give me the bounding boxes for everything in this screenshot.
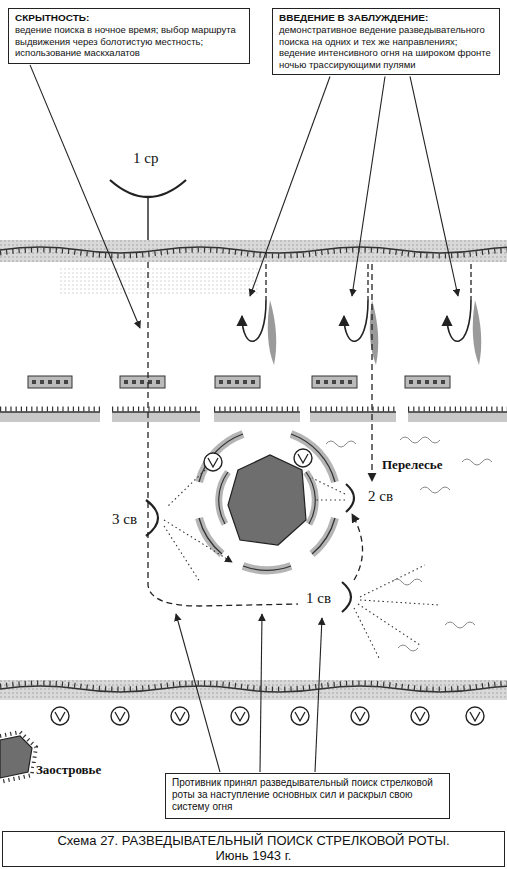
unit-label: 2 св — [366, 488, 395, 505]
search-route — [148, 262, 298, 606]
ring-trench — [199, 434, 335, 570]
box-text: ведение поиска в ночное время; выбор мар… — [15, 24, 243, 59]
tree-squiggle — [398, 645, 418, 651]
box-heading: СКРЫТНОСТЬ: — [15, 12, 243, 24]
enemy-trench — [0, 409, 507, 422]
search-route — [470, 264, 471, 300]
tree-squiggle — [400, 437, 440, 443]
mg-position — [204, 453, 222, 471]
mg-symbol — [208, 458, 218, 467]
trench-ticks — [0, 250, 507, 256]
village-block — [0, 736, 32, 778]
caption-frame: Схема 27. РАЗВЕДЫВАТЕЛЬНЫЙ ПОИСК СТРЕЛКО… — [2, 831, 505, 867]
wire-obstacles — [28, 376, 450, 388]
text-box: ВВЕДЕНИЕ В ЗАБЛУЖДЕНИЕ:демонстративное в… — [272, 8, 500, 75]
hook-arrow — [344, 300, 368, 341]
trench-band — [0, 412, 507, 422]
text-box: СКРЫТНОСТЬ:ведение поиска в ночное время… — [8, 8, 250, 64]
ring-trench-line — [199, 434, 335, 570]
demonstrative-search — [242, 264, 481, 365]
fire-line — [354, 608, 380, 660]
tree-squiggle — [462, 459, 492, 465]
trench-ticks — [0, 407, 507, 412]
tracer-fire — [268, 300, 277, 365]
wire-marks — [32, 380, 446, 384]
caption: Схема 27. РАЗВЕДЫВАТЕЛЬНЫЙ ПОИСК СТРЕЛКО… — [54, 834, 454, 864]
search-route — [265, 264, 266, 300]
tree-squiggle — [326, 441, 356, 447]
village-block — [228, 455, 306, 545]
swamp-stipple — [60, 266, 260, 296]
fire-lines — [164, 470, 440, 660]
village-ticks — [0, 732, 36, 782]
trench-line — [0, 247, 507, 253]
place-name: Перелесье — [380, 458, 445, 473]
platoon-symbol — [342, 582, 351, 612]
leader-arrow — [315, 618, 322, 772]
trench-line — [0, 411, 507, 413]
tracer-fire — [370, 300, 379, 365]
unit-label: 1 св — [304, 590, 333, 607]
box-heading: ВВЕДЕНИЕ В ЗАБЛУЖДЕНИЕ: — [279, 12, 493, 24]
tracer-fire — [473, 300, 482, 365]
leader-arrow — [260, 614, 262, 772]
trench-ticks — [0, 683, 507, 689]
search-route — [352, 514, 363, 580]
route-start — [147, 198, 148, 240]
text-box: Противник принял разведывательный поиск … — [165, 773, 450, 819]
fire-line — [164, 526, 200, 582]
position-symbol — [55, 712, 480, 721]
front-line-top — [0, 240, 507, 262]
leader-arrow — [176, 614, 220, 772]
strongpoint — [199, 434, 335, 570]
hook-arrow — [447, 300, 471, 341]
platoon-symbol — [146, 500, 158, 536]
front-line-bottom — [0, 680, 507, 700]
company-symbol — [110, 180, 186, 197]
search-route — [371, 264, 372, 481]
unit-label: 3 св — [110, 511, 139, 528]
tree-squiggle — [445, 622, 475, 628]
leader-arrows — [30, 65, 458, 772]
hook-arrow — [242, 300, 266, 341]
leader-arrow — [30, 65, 140, 328]
box-text: Противник принял разведывательный поиск … — [172, 777, 443, 814]
unit-symbols — [110, 180, 354, 612]
leader-arrow — [352, 76, 385, 296]
place-name: Заостровье — [34, 763, 103, 778]
fire-line — [358, 604, 420, 645]
box-text: демонстративное ведение разведывательног… — [279, 24, 493, 70]
routes — [148, 198, 372, 606]
fire-line — [312, 478, 345, 494]
leader-arrow — [410, 76, 458, 296]
tree-squiggle — [420, 487, 450, 493]
trees — [326, 437, 492, 651]
leader-arrow — [250, 76, 330, 296]
mg-symbol — [298, 454, 308, 463]
platoon-symbol — [346, 484, 354, 512]
unit-label: 1 ср — [131, 150, 160, 167]
bottom-positions — [51, 707, 484, 725]
fire-line — [360, 565, 425, 597]
search-route — [367, 264, 368, 300]
mg-position — [294, 449, 312, 467]
fire-line — [360, 600, 440, 605]
zaostrovye-village — [0, 732, 36, 782]
fire-line — [314, 499, 345, 500]
tree-squiggle — [392, 579, 422, 585]
fire-line — [168, 470, 205, 506]
